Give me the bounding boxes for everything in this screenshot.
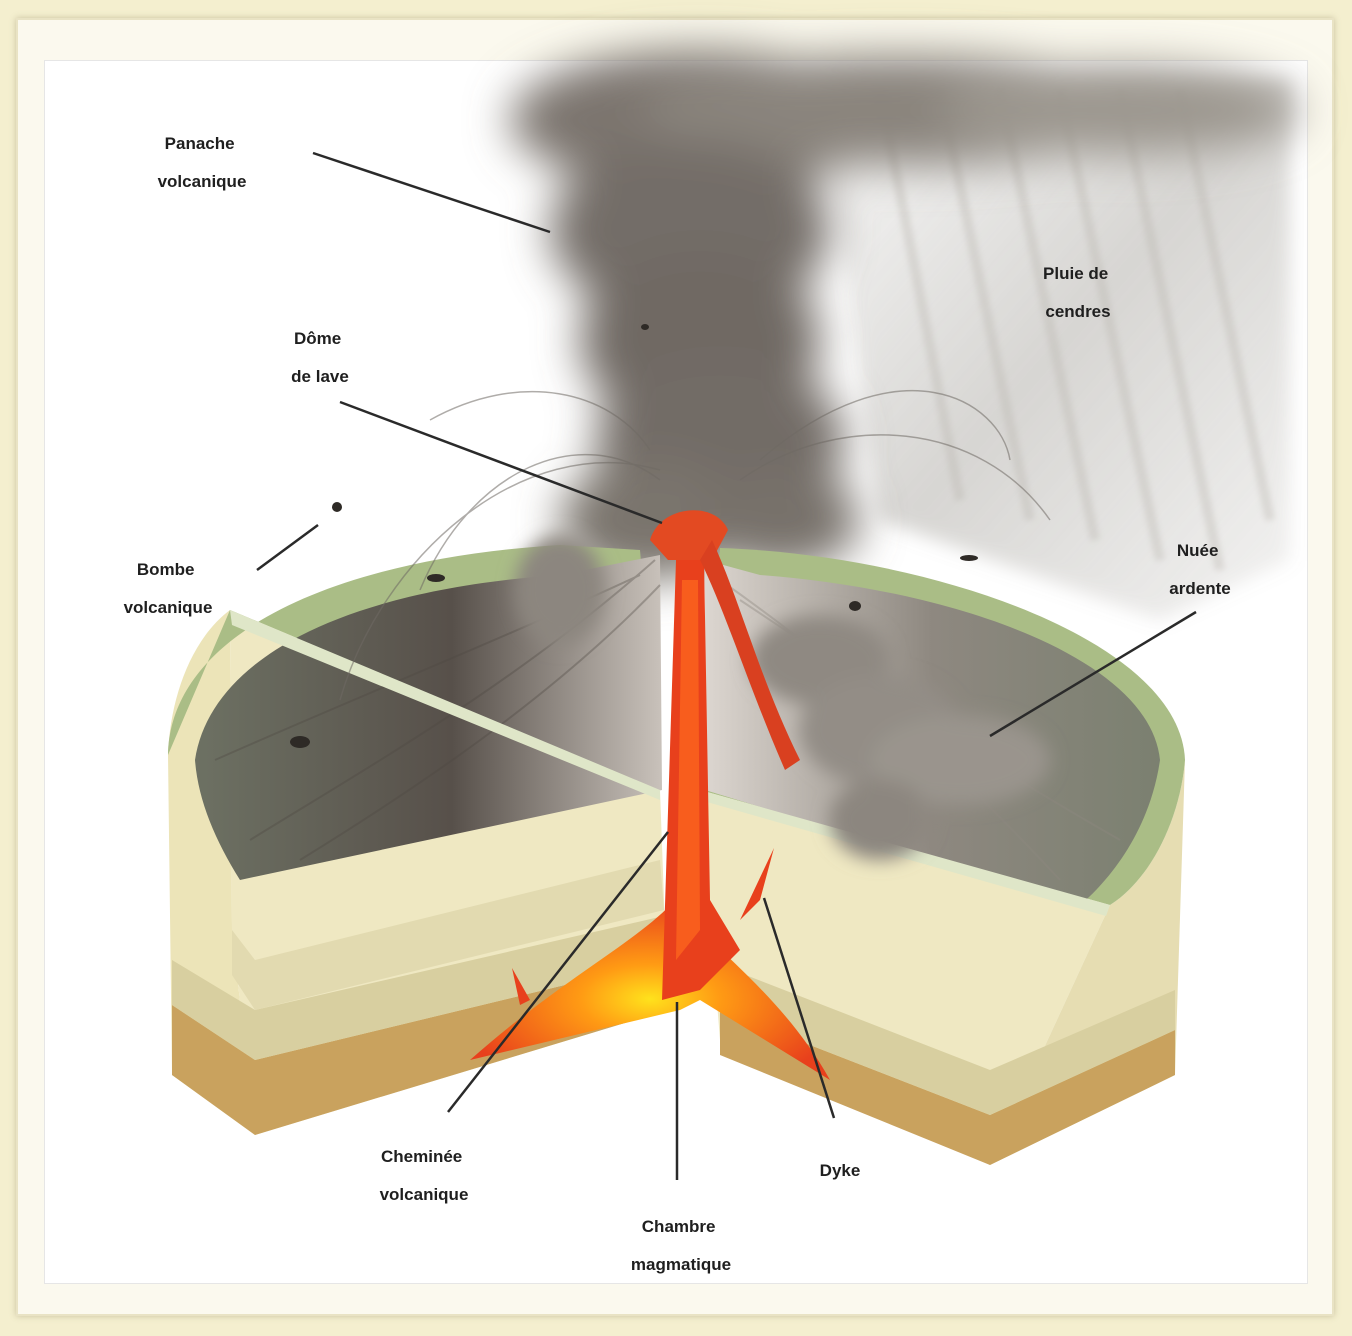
label-dome-de-lave: Dôme de lave [291,329,349,386]
label-bombe-volcanique: Bombe volcanique [124,560,213,617]
label-chambre-magmatique: Chambre magmatique [631,1217,731,1274]
label-panache-volcanique: Panache volcanique [158,134,247,191]
label-dyke: Dyke [820,1161,861,1180]
leader-line-panache [313,153,550,232]
leader-line-bombe [257,525,318,570]
label-cheminee-volcanique: Cheminée volcanique [380,1147,469,1204]
